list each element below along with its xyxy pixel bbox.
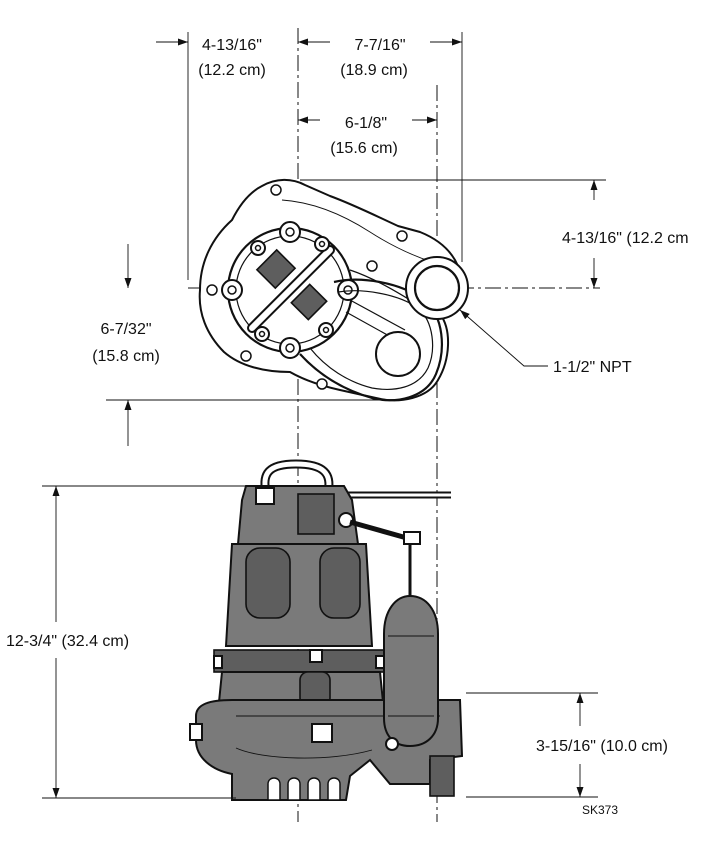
mounting-bosses [221, 221, 359, 359]
handle-bar-top [247, 236, 335, 342]
base-nut-center [311, 723, 333, 743]
cooling-fin-left [245, 547, 291, 619]
dim-left-height-inches: 6-7/32" [100, 321, 151, 338]
dim-offset-cm: (15.6 cm) [330, 140, 398, 157]
pump-side-view [189, 459, 464, 801]
base-nut-left [189, 723, 203, 741]
float-loop [299, 278, 443, 402]
drawing-reference: SK373 [582, 803, 618, 817]
discharge-inner [413, 264, 461, 312]
float-loop-inner [309, 290, 434, 390]
dim-discharge-size: 1-1/2" NPT [553, 359, 632, 376]
dim-top-right-inches: 7-7/16" [354, 37, 405, 54]
float-top [375, 331, 421, 377]
flange-bolt-holes [206, 184, 408, 390]
dim-offset-inches: 6-1/8" [345, 115, 387, 132]
switch-clip [403, 531, 421, 545]
float-body [383, 594, 439, 748]
cord-entry-left [255, 248, 297, 290]
flange-inner-edge [281, 199, 433, 263]
dim-overall-height: 12-3/4" (32.4 cm) [6, 633, 129, 650]
dimension-lines [42, 32, 606, 799]
dim-base-height: 3-15/16" (10.0 cm) [536, 738, 668, 755]
dim-left-height-cm: (15.8 cm) [92, 348, 160, 365]
switch-pivot [338, 512, 354, 528]
inlet-openings [267, 777, 341, 801]
cord-entry-right [290, 283, 328, 321]
dimension-labels: 4-13/16" (12.2 cm) 7-7/16" (18.9 cm) 6-1… [6, 37, 689, 817]
cooling-fin-right [319, 547, 361, 619]
float-pivot [385, 737, 399, 751]
npt-leader [459, 309, 548, 367]
cord-boss [297, 493, 335, 535]
dim-right-height: 4-13/16" (12.2 cm [562, 230, 689, 247]
pump-top-view [198, 178, 469, 402]
discharge-stub [429, 755, 455, 797]
dim-top-left-cm: (12.2 cm) [198, 62, 266, 79]
motor-flange [213, 649, 387, 673]
dim-top-right-cm: (18.9 cm) [340, 62, 408, 79]
dim-top-left-inches: 4-13/16" [202, 37, 262, 54]
float-body-seams [388, 635, 434, 717]
cap-nut-left [255, 487, 275, 505]
